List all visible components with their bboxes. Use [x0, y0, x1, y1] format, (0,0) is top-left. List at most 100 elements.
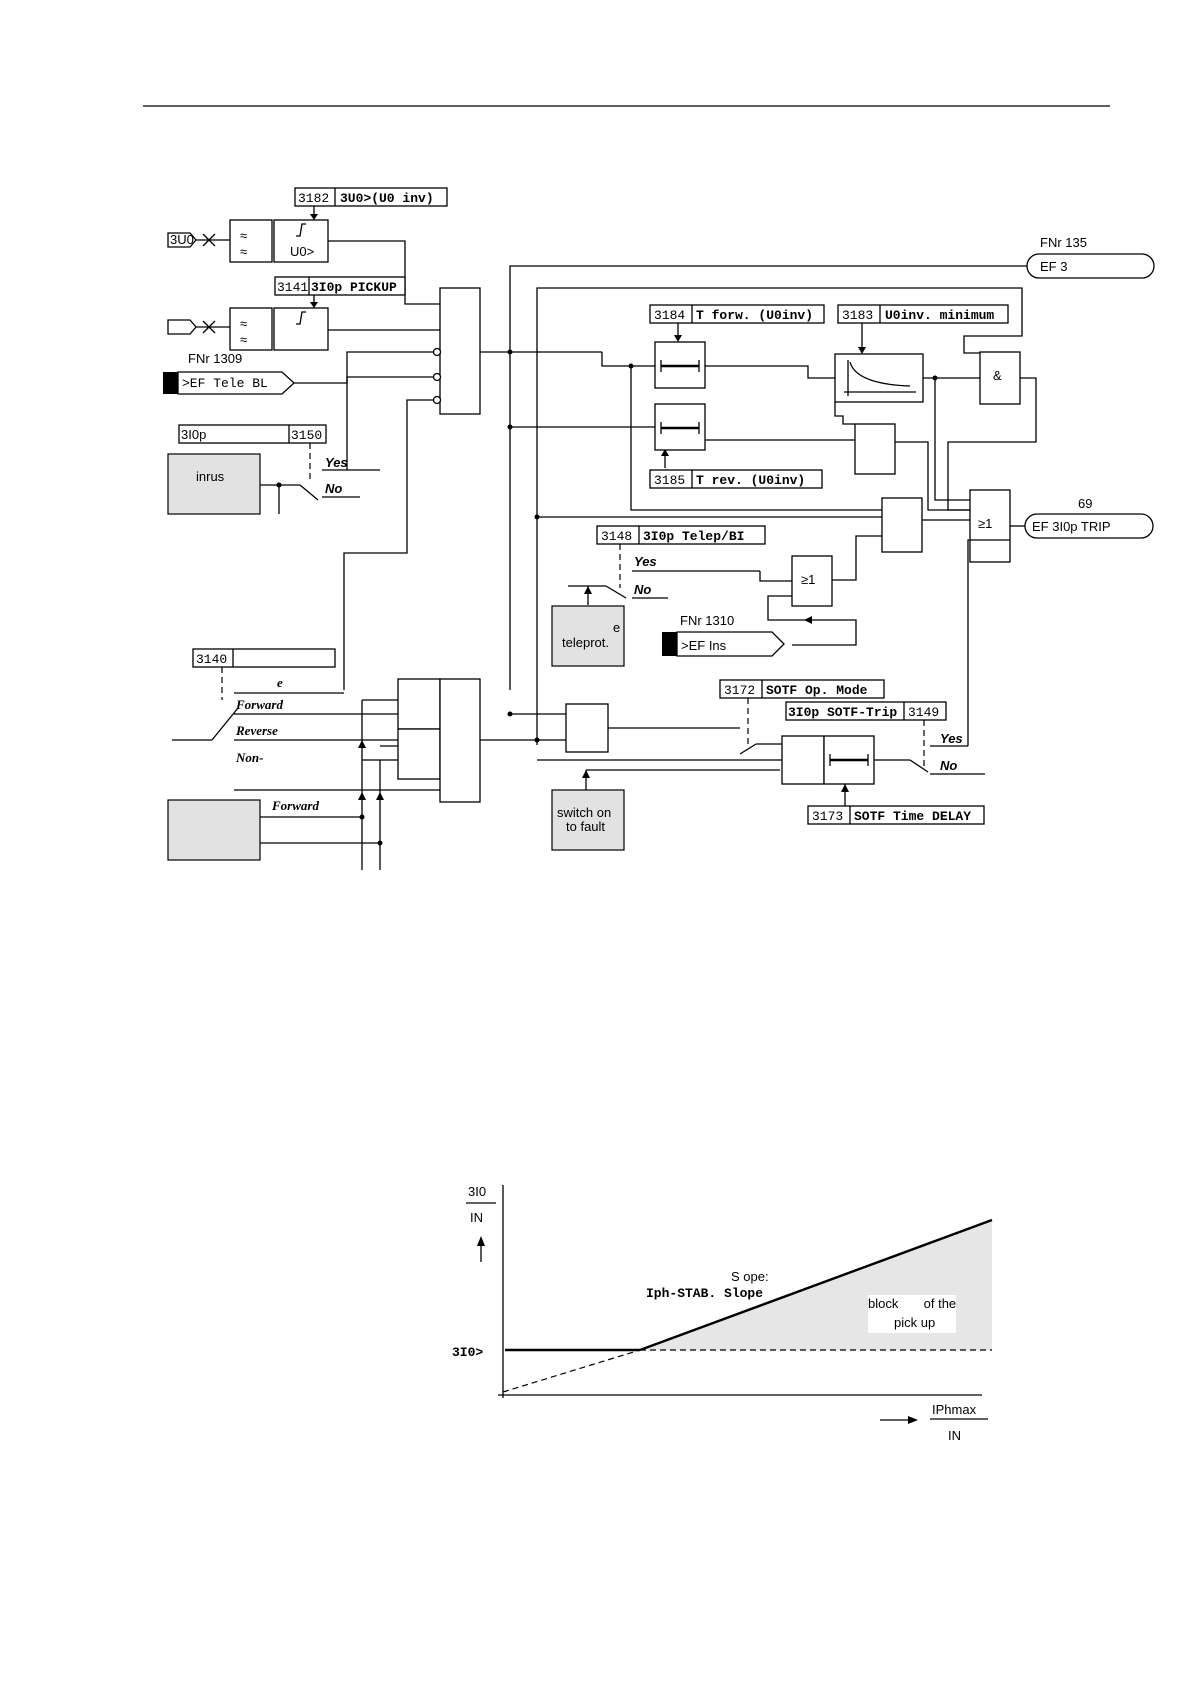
- svg-text:Forward: Forward: [235, 697, 283, 712]
- svg-text:T rev. (U0inv): T rev. (U0inv): [696, 473, 805, 488]
- direction-block-rev: [397, 728, 441, 780]
- svg-text:U0>: U0>: [290, 244, 314, 259]
- svg-text:FNr 135: FNr 135: [1040, 235, 1087, 250]
- svg-text:to fault: to fault: [566, 819, 605, 834]
- u0-input-tag: 3U0: [167, 232, 197, 248]
- svg-text:U0inv. minimum: U0inv. minimum: [885, 308, 994, 323]
- i0-threshold-block: [273, 307, 329, 351]
- timer-reverse: [654, 403, 706, 451]
- param-3173: 3173 SOTF Time DELAY: [807, 805, 985, 825]
- svg-text:3I0p SOTF-Trip: 3I0p SOTF-Trip: [788, 705, 897, 720]
- chart-y-label-top: 3I0: [468, 1184, 486, 1199]
- i0-filter-block: ≈ ≈: [229, 307, 273, 351]
- svg-text:3I0p Telep/BI: 3I0p Telep/BI: [643, 529, 744, 544]
- svg-text:No: No: [325, 481, 342, 496]
- svg-text:3184: 3184: [654, 308, 685, 323]
- chart-region-line2: pick up: [894, 1315, 935, 1330]
- svg-text:≈: ≈: [240, 316, 247, 331]
- svg-text:Reverse: Reverse: [235, 723, 278, 738]
- svg-text:FNr 1310: FNr 1310: [680, 613, 734, 628]
- teleprot-box: [551, 605, 625, 667]
- svg-text:3148: 3148: [601, 529, 632, 544]
- svg-text:&: &: [993, 368, 1002, 383]
- svg-text:Yes: Yes: [634, 554, 657, 569]
- trip-output: EF 3I0p TRIP: [1024, 513, 1154, 539]
- svg-text:3172: 3172: [724, 683, 755, 698]
- svg-text:EF 3I0p TRIP: EF 3I0p TRIP: [1032, 519, 1111, 534]
- svg-text:3150: 3150: [291, 428, 322, 443]
- svg-text:EF 3: EF 3: [1040, 259, 1067, 274]
- param-3149: 3I0p SOTF-Trip 3149: [785, 701, 947, 721]
- svg-text:3U0: 3U0: [170, 232, 194, 247]
- inverse-characteristic-block: [834, 353, 924, 403]
- svg-text:T forw. (U0inv): T forw. (U0inv): [696, 308, 813, 323]
- param-3182: 3182 3U0>(U0 inv): [294, 187, 448, 207]
- svg-text:teleprot.: teleprot.: [562, 635, 609, 650]
- reverse-and-block: [854, 423, 896, 475]
- svg-text:e: e: [613, 620, 620, 635]
- svg-text:3185: 3185: [654, 473, 685, 488]
- chart-x-label-bottom: IN: [948, 1428, 961, 1443]
- param-3141: 3141 3I0p PICKUP: [274, 276, 406, 296]
- u0-threshold-block: U0>: [273, 219, 329, 263]
- param-3184: 3184 T forw. (U0inv): [649, 304, 825, 324]
- stabilisation-chart: [466, 1185, 993, 1424]
- svg-text:≈: ≈: [240, 244, 247, 259]
- svg-text:3140: 3140: [196, 652, 227, 667]
- direction-block-fwd: [397, 678, 441, 730]
- svg-text:Non-: Non-: [235, 750, 263, 765]
- svg-text:3182: 3182: [298, 191, 329, 206]
- svg-text:3183: 3183: [842, 308, 873, 323]
- svg-text:3I0p PICKUP: 3I0p PICKUP: [311, 280, 397, 295]
- param-3185: 3185 T rev. (U0inv): [649, 469, 823, 489]
- direction-source-box: [167, 799, 261, 861]
- chart-x-label-top: IPhmax: [932, 1402, 977, 1417]
- chart-slope-param: Iph-STAB. Slope: [646, 1286, 763, 1301]
- svg-text:Yes: Yes: [325, 455, 348, 470]
- sotf-timer-block: [781, 735, 875, 785]
- chart-y-label-bottom: IN: [470, 1210, 483, 1225]
- or-gate-telep: ≥1: [791, 555, 833, 607]
- direction-and-block: [565, 703, 609, 753]
- telep-and-block: [881, 497, 923, 553]
- svg-text:>EF Tele BL: >EF Tele BL: [182, 376, 268, 391]
- svg-text:≈: ≈: [240, 332, 247, 347]
- svg-text:>EF Ins: >EF Ins: [681, 638, 727, 653]
- svg-text:69: 69: [1078, 496, 1092, 511]
- svg-text:3I0p: 3I0p: [181, 427, 206, 442]
- svg-text:Yes: Yes: [940, 731, 963, 746]
- chart-slope-word: S ope:: [731, 1269, 769, 1284]
- svg-text:3141: 3141: [277, 280, 308, 295]
- main-and-block: [439, 287, 481, 415]
- timer-forward: [654, 341, 706, 389]
- switch-on-fault-box: [551, 789, 625, 851]
- inrush-box: [167, 453, 261, 515]
- svg-text:switch on: switch on: [557, 805, 611, 820]
- direction-combine-block: [439, 678, 481, 803]
- svg-text:≈: ≈: [240, 228, 247, 243]
- svg-text:SOTF Time DELAY: SOTF Time DELAY: [854, 809, 971, 824]
- chart-threshold: 3I0>: [452, 1345, 483, 1360]
- svg-text:Forward: Forward: [271, 798, 319, 813]
- param-3140: 3140: [192, 648, 336, 668]
- svg-text:No: No: [940, 758, 957, 773]
- param-3183: 3183 U0inv. minimum: [837, 304, 1009, 324]
- svg-text:≥1: ≥1: [801, 572, 815, 587]
- param-3150: 3I0p 3150: [178, 424, 327, 444]
- svg-text:No: No: [634, 582, 651, 597]
- param-3148: 3148 3I0p Telep/BI: [596, 525, 766, 545]
- ef3-output: EF 3: [1026, 253, 1155, 279]
- svg-text:3U0>(U0 inv): 3U0>(U0 inv): [340, 191, 434, 206]
- svg-text:inrus: inrus: [196, 469, 225, 484]
- and-gate: &: [979, 351, 1021, 405]
- or-gate-trip: ≥1: [969, 489, 1011, 563]
- param-3172: 3172 SOTF Op. Mode: [719, 679, 885, 699]
- chart-region-line1: block of the: [868, 1296, 956, 1311]
- svg-text:e: e: [277, 675, 283, 690]
- svg-text:3149: 3149: [908, 705, 939, 720]
- u0-filter-block: ≈ ≈: [229, 219, 273, 263]
- ef-ins-input: >EF Ins: [662, 631, 785, 657]
- i0-input-tag: [167, 319, 197, 335]
- svg-text:3173: 3173: [812, 809, 843, 824]
